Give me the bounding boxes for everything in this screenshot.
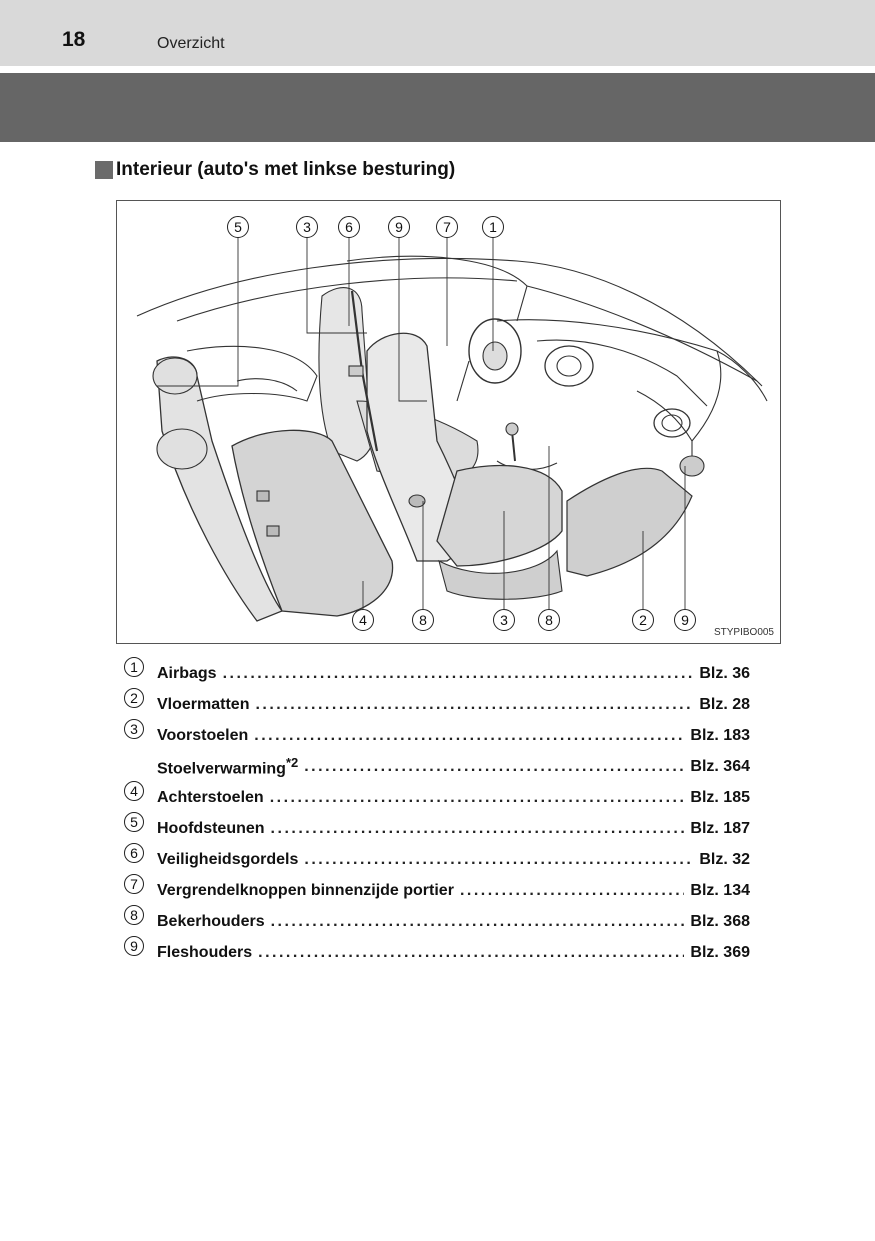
page-number: 18 [62,28,86,51]
dot-leader: ........................................… [258,943,684,961]
item-number: 3 [124,718,144,739]
item-label: Vergrendelknoppen binnenzijde portier [157,881,454,899]
callout-top-6: 1 [482,216,504,238]
list-item: 9 Fleshouders ..........................… [124,935,750,968]
callout-top-2: 3 [296,216,318,238]
callout-top-4: 9 [388,216,410,238]
item-label: Hoofdsteunen [157,819,265,837]
dot-leader: ........................................… [270,819,685,837]
item-page: Blz. 369 [690,943,750,961]
dot-leader: ........................................… [304,757,685,775]
section-title: Interieur (auto's met linkse besturing) [116,159,456,180]
list-item: 3 Voorstoelen ..........................… [124,718,750,751]
item-label: Vloermatten [157,695,250,713]
callout-bottom-6: 9 [674,609,696,631]
list-item: 2 Vloermatten ..........................… [124,687,750,720]
interior-illustration: 5 3 6 9 7 1 4 8 3 8 2 9 STYPIBO005 [116,200,781,644]
figure-code: STYPIBO005 [713,627,774,638]
callout-bottom-4: 8 [538,609,560,631]
list-item: 5 Hoofdsteunen .........................… [124,811,750,844]
item-number: 6 [124,842,144,863]
dot-leader: ........................................… [270,912,685,930]
callout-bottom-5: 2 [632,609,654,631]
footnote-marker: *2 [285,754,299,770]
list-item: 7 Vergrendelknoppen binnenzijde portier … [124,873,750,906]
dot-leader: ........................................… [304,850,694,868]
item-label: Veiligheidsgordels [157,850,299,868]
item-label: Stoelverwarming*2 [157,755,298,778]
item-page: Blz. 368 [690,912,750,930]
dot-leader: ........................................… [222,664,694,682]
car-interior-drawing [136,237,768,622]
item-number: 8 [124,904,144,925]
list-item: 8 Bekerhouders .........................… [124,904,750,937]
component-list: 1 Airbags ..............................… [124,656,750,968]
callout-bottom-1: 4 [352,609,374,631]
list-item: 1 Airbags ..............................… [124,656,750,689]
callout-top-5: 7 [436,216,458,238]
section-heading: Interieur (auto's met linkse besturing) [95,159,455,181]
dot-leader: ........................................… [254,726,685,744]
dot-leader: ........................................… [459,881,685,899]
item-number: 2 [124,687,144,708]
item-page: Blz. 183 [690,726,750,744]
item-label: Achterstoelen [157,788,264,806]
list-item: 4 Achterstoelen ........................… [124,780,750,813]
callout-top-3: 6 [338,216,360,238]
item-number: 9 [124,935,144,956]
item-label-text: Stoelverwarming [157,760,286,778]
item-page: Blz. 364 [690,757,750,775]
item-page: Blz. 28 [699,695,750,713]
item-number: 4 [124,780,144,801]
callout-top-1: 5 [227,216,249,238]
item-label: Bekerhouders [157,912,265,930]
item-page: Blz. 36 [699,664,750,682]
item-page: Blz. 185 [690,788,750,806]
item-page: Blz. 32 [699,850,750,868]
item-page: Blz. 187 [690,819,750,837]
dot-leader: ........................................… [255,695,694,713]
header-divider [0,66,875,73]
item-label: Voorstoelen [157,726,249,744]
callout-bottom-3: 3 [493,609,515,631]
item-number: 7 [124,873,144,894]
item-number: 1 [124,656,144,677]
callout-bottom-2: 8 [412,609,434,631]
section-square-icon [95,161,113,179]
item-number: 5 [124,811,144,832]
header-band [0,0,875,66]
list-item: Stoelverwarming*2 ......................… [124,751,750,782]
item-page: Blz. 134 [690,881,750,899]
item-label: Airbags [157,664,217,682]
list-item: 6 Veiligheidsgordels ...................… [124,842,750,875]
item-label: Fleshouders [157,943,253,961]
dark-band [0,73,875,142]
dot-leader: ........................................… [269,788,685,806]
chapter-title: Overzicht [157,35,225,52]
